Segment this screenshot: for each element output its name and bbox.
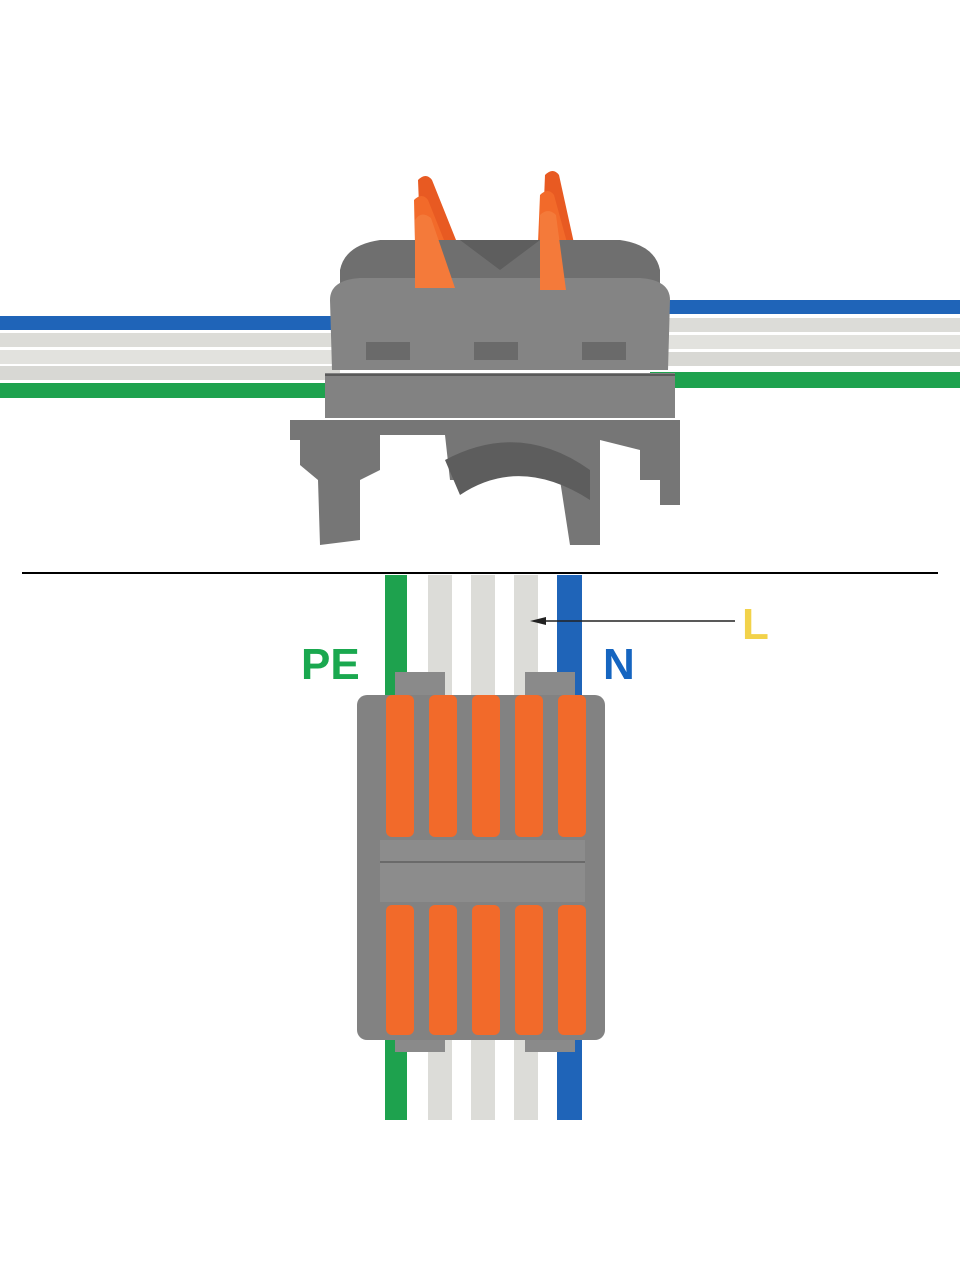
lever[interactable] [386,695,414,837]
wire-white-right-3 [650,352,960,366]
lever[interactable] [429,695,457,837]
label-l: L [742,600,769,649]
label-n: N [603,640,635,689]
middle-band [380,840,585,902]
l-leader-line [530,617,735,625]
lever[interactable] [429,905,457,1035]
lever[interactable] [558,695,586,837]
wire-white-left-3 [0,366,340,380]
levers-bottom-row [386,905,586,1035]
wire-blue-left [0,316,340,330]
lever[interactable] [558,905,586,1035]
wire-green-right [650,372,960,388]
lever-front-right [540,211,566,290]
wire-white-right-1 [650,318,960,332]
wire-blue-right [650,300,960,314]
wire-white-left-2 [0,350,340,364]
lever[interactable] [472,905,500,1035]
connector-side-housing [290,240,680,545]
top-view [357,575,735,1120]
tab-top-left [395,672,445,698]
wire-green-left [0,383,340,398]
lever[interactable] [515,695,543,837]
lever[interactable] [472,695,500,837]
lever[interactable] [386,905,414,1035]
lever-front-left [415,214,455,288]
arrow-head-icon [530,617,546,625]
levers-top-row [386,695,586,837]
wire-white-right-2 [650,335,960,349]
tab-top-right [525,672,575,698]
label-pe: PE [301,640,360,689]
horizontal-wires [0,300,960,398]
wire-white-left-1 [0,333,340,347]
lever[interactable] [515,905,543,1035]
side-view [0,171,960,545]
